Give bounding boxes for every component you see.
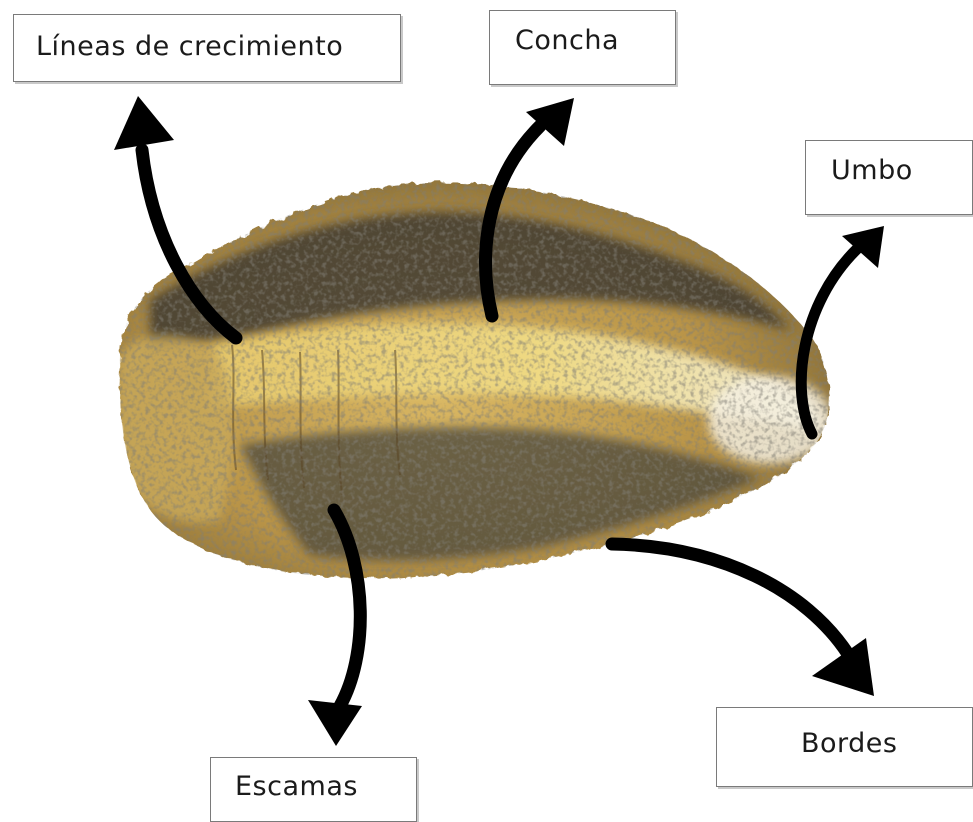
label-text-escamas: Escamas bbox=[235, 773, 358, 800]
label-text-concha: Concha bbox=[515, 27, 619, 54]
label-text-lineas-de-crecimiento: Líneas de crecimiento bbox=[36, 33, 343, 60]
label-box-bordes: Bordes bbox=[716, 707, 973, 787]
label-box-umbo: Umbo bbox=[805, 140, 973, 215]
label-box-concha: Concha bbox=[489, 10, 676, 85]
label-text-umbo: Umbo bbox=[831, 157, 913, 184]
arrow-bordes bbox=[612, 544, 874, 696]
label-text-bordes: Bordes bbox=[801, 730, 898, 757]
label-box-escamas: Escamas bbox=[210, 757, 417, 822]
shell-texture bbox=[100, 170, 860, 590]
label-box-lineas-de-crecimiento: Líneas de crecimiento bbox=[13, 14, 401, 82]
